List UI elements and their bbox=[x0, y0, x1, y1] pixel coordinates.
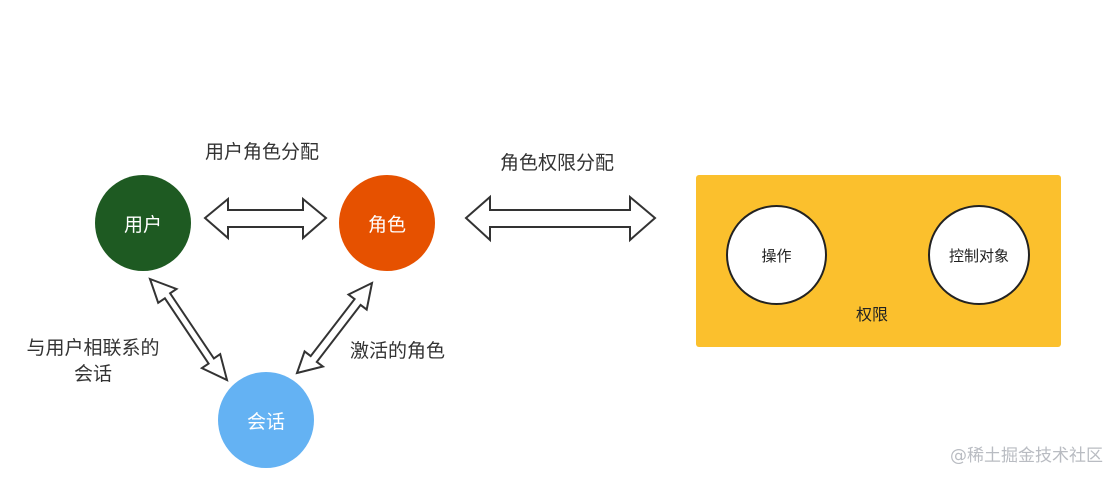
control-object-node: 控制对象 bbox=[928, 205, 1030, 305]
user-role-assignment-label: 用户角色分配 bbox=[205, 141, 320, 163]
user-session-label-line2: 会话 bbox=[73, 363, 112, 385]
operation-node-label: 操作 bbox=[761, 246, 792, 265]
control-object-node-label: 控制对象 bbox=[948, 246, 1009, 265]
role-node: 角色 bbox=[339, 175, 435, 271]
active-role-label: 激活的角色 bbox=[350, 340, 446, 362]
role-node-label: 角色 bbox=[367, 213, 406, 236]
user-session-label: 与用户相联系的 会话 bbox=[20, 335, 166, 387]
user-node: 用户 bbox=[95, 175, 191, 271]
permission-box: 操作 控制对象 权限 bbox=[696, 175, 1061, 347]
user-node-label: 用户 bbox=[123, 213, 162, 236]
session-role-arrow bbox=[295, 281, 374, 375]
role-permission-arrow bbox=[464, 194, 657, 243]
user-session-label-line1: 与用户相联系的 bbox=[26, 337, 160, 359]
session-node: 会话 bbox=[218, 372, 314, 468]
operation-node: 操作 bbox=[726, 205, 827, 305]
permission-label: 权限 bbox=[856, 305, 889, 324]
user-role-arrow bbox=[203, 196, 328, 241]
watermark: @稀土掘金技术社区 bbox=[950, 446, 1103, 466]
role-permission-assignment-label: 角色权限分配 bbox=[500, 152, 615, 174]
user-session-arrow bbox=[148, 277, 229, 382]
session-node-label: 会话 bbox=[246, 410, 285, 433]
